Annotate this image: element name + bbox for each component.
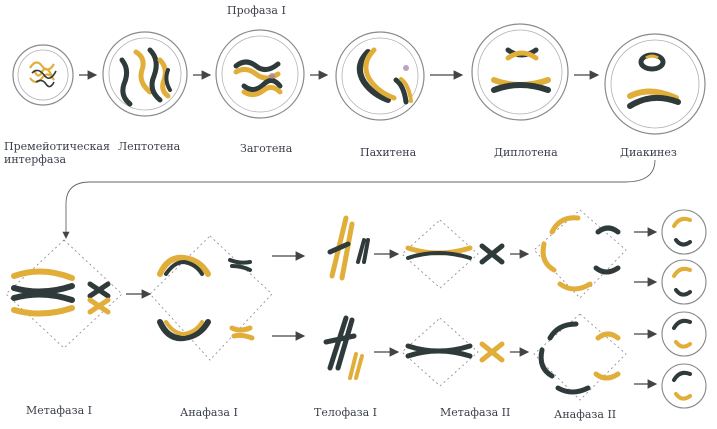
cell-leptotene bbox=[103, 32, 187, 116]
gamete-cells bbox=[662, 210, 706, 408]
label-metaphase2: Метафаза II bbox=[440, 406, 510, 419]
label-premeiotic: Премейотическая интерфаза bbox=[4, 140, 114, 166]
cell-premeiotic bbox=[13, 45, 73, 105]
cell-metaphase1 bbox=[6, 240, 122, 348]
label-diakinesis: Диакинез bbox=[620, 146, 677, 159]
label-anaphase2: Анафаза II bbox=[554, 408, 616, 421]
cell-zygotene bbox=[216, 30, 304, 118]
cell-telophase1 bbox=[326, 218, 368, 378]
cell-pachytene bbox=[336, 32, 424, 120]
cell-diplotene bbox=[472, 24, 568, 120]
label-diplotene: Диплотена bbox=[494, 146, 558, 159]
cell-metaphase2 bbox=[402, 220, 502, 386]
gamete-3 bbox=[662, 312, 706, 356]
cell-diakinesis bbox=[605, 34, 705, 134]
prophase-title: Профаза I bbox=[227, 4, 286, 17]
cell-anaphase2 bbox=[534, 210, 626, 400]
cell-anaphase1 bbox=[150, 236, 272, 360]
gamete-1 bbox=[662, 210, 706, 254]
gamete-2 bbox=[662, 260, 706, 304]
label-telophase1: Телофаза I bbox=[314, 406, 377, 419]
gamete-4 bbox=[662, 364, 706, 408]
label-pachytene: Пахитена bbox=[360, 146, 416, 159]
label-leptotene: Лептотена bbox=[118, 140, 180, 153]
label-metaphase1: Метафаза I bbox=[26, 404, 92, 417]
label-anaphase1: Анафаза I bbox=[180, 406, 238, 419]
label-zygotene: Заготена bbox=[240, 142, 292, 155]
